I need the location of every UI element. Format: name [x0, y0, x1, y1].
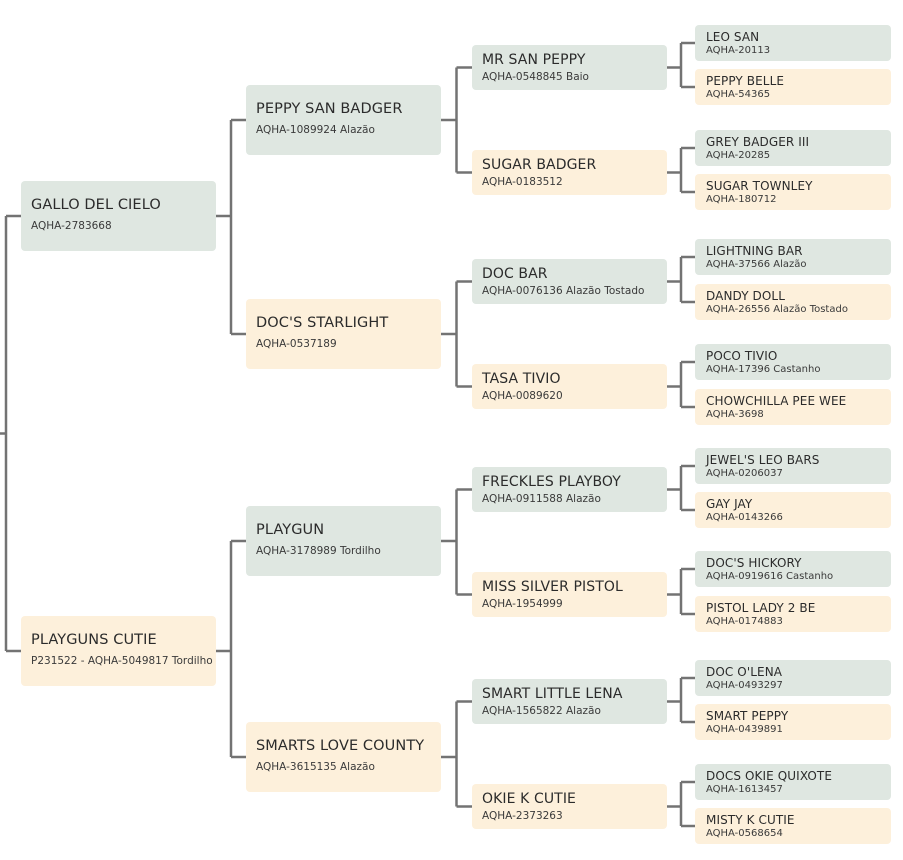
horse-registration: AQHA-26556 Alazão Tostado [706, 304, 848, 315]
horse-card-playguns-cutie[interactable]: PLAYGUNS CUTIE P231522 - AQHA-5049817 Tor… [21, 616, 216, 686]
horse-name: JEWEL'S LEO BARS [706, 453, 820, 467]
horse-card-smarts-love-county[interactable]: SMARTS LOVE COUNTY AQHA-3615135 Alazão [246, 722, 441, 792]
horse-card-peppy-san-badger[interactable]: PEPPY SAN BADGER AQHA-1089924 Alazão [246, 85, 441, 155]
horse-name: SUGAR TOWNLEY [706, 179, 813, 193]
horse-name: PLAYGUNS CUTIE [31, 632, 157, 648]
horse-name: POCO TIVIO [706, 349, 778, 363]
horse-name: GALLO DEL CIELO [31, 197, 161, 213]
horse-registration: AQHA-2783668 [31, 220, 112, 232]
horse-name: TASA TIVIO [482, 371, 561, 387]
horse-registration: AQHA-180712 [706, 194, 777, 205]
horse-name: SUGAR BADGER [482, 157, 597, 173]
horse-name: LEO SAN [706, 30, 760, 44]
horse-registration: AQHA-54365 [706, 89, 771, 100]
horse-registration: AQHA-0174883 [706, 616, 783, 627]
horse-registration: AQHA-0537189 [256, 338, 337, 350]
horse-name: DOC O'LENA [706, 665, 783, 679]
horse-registration: AQHA-0493297 [706, 680, 783, 691]
horse-registration: AQHA-0568654 [706, 828, 783, 839]
horse-registration: AQHA-17396 Castanho [706, 364, 821, 375]
horse-registration: AQHA-20113 [706, 45, 771, 56]
horse-registration: P231522 - AQHA-5049817 Tordilho [31, 655, 213, 667]
horse-registration: AQHA-20285 [706, 150, 771, 161]
horse-name: PLAYGUN [256, 522, 325, 538]
horse-name: SMARTS LOVE COUNTY [256, 738, 425, 754]
horse-registration: AQHA-3698 [706, 409, 764, 420]
horse-name: FRECKLES PLAYBOY [482, 474, 621, 490]
horse-card-mr-san-peppy[interactable]: MR SAN PEPPY AQHA-0548845 Baio [472, 45, 667, 90]
horse-registration: AQHA-1613457 [706, 784, 783, 795]
horse-name: CHOWCHILLA PEE WEE [706, 394, 847, 408]
horse-card-freckles-playboy[interactable]: FRECKLES PLAYBOY AQHA-0911588 Alazão [472, 467, 667, 512]
horse-registration: AQHA-0206037 [706, 468, 783, 479]
horse-name: SMART LITTLE LENA [482, 686, 623, 702]
horse-name: GREY BADGER III [706, 135, 810, 149]
horse-registration: AQHA-1954999 [482, 598, 563, 610]
horse-registration: AQHA-37566 Alazão [706, 259, 807, 270]
horse-name: PEPPY BELLE [706, 74, 785, 88]
horse-card-doc-bar[interactable]: DOC BAR AQHA-0076136 Alazão Tostado [472, 259, 667, 304]
horse-name: GAY JAY [706, 497, 753, 511]
horse-registration: AQHA-0919616 Castanho [706, 571, 834, 582]
horse-registration: AQHA-0076136 Alazão Tostado [482, 285, 645, 297]
horse-registration: AQHA-0183512 [482, 176, 563, 188]
horse-name: MISS SILVER PISTOL [482, 579, 623, 595]
horse-name: MR SAN PEPPY [482, 52, 586, 68]
horse-registration: AQHA-1565822 Alazão [482, 705, 601, 717]
horse-registration: AQHA-3615135 Alazão [256, 761, 375, 773]
horse-name: DOC BAR [482, 266, 548, 282]
horse-registration: AQHA-0911588 Alazão [482, 493, 601, 505]
horse-card-tasa-tivio[interactable]: TASA TIVIO AQHA-0089620 [472, 364, 667, 409]
horse-registration: AQHA-0548845 Baio [482, 71, 589, 83]
horse-registration: AQHA-2373263 [482, 810, 563, 822]
horse-name: PISTOL LADY 2 BE [706, 601, 816, 615]
horse-registration: AQHA-0143266 [706, 512, 783, 523]
horse-registration: AQHA-1089924 Alazão [256, 124, 375, 136]
horse-name: MISTY K CUTIE [706, 813, 795, 827]
horse-name: DOCS OKIE QUIXOTE [706, 769, 833, 783]
horse-card-smart-little-lena[interactable]: SMART LITTLE LENA AQHA-1565822 Alazão [472, 679, 667, 724]
horse-card-okie-k-cutie[interactable]: OKIE K CUTIE AQHA-2373263 [472, 784, 667, 829]
horse-name: SMART PEPPY [706, 709, 789, 723]
horse-registration: AQHA-0439891 [706, 724, 783, 735]
horse-name: OKIE K CUTIE [482, 791, 577, 807]
horse-card-playgun[interactable]: PLAYGUN AQHA-3178989 Tordilho [246, 506, 441, 576]
horse-name: PEPPY SAN BADGER [256, 101, 403, 117]
horse-card-gallo-del-cielo[interactable]: GALLO DEL CIELO AQHA-2783668 [21, 181, 216, 251]
horse-registration: AQHA-0089620 [482, 390, 563, 402]
horse-name: LIGHTNING BAR [706, 244, 803, 258]
horse-name: DOC'S HICKORY [706, 556, 802, 570]
horse-card-doc-s-starlight[interactable]: DOC'S STARLIGHT AQHA-0537189 [246, 299, 441, 369]
horse-name: DOC'S STARLIGHT [256, 315, 389, 331]
horse-card-miss-silver-pistol[interactable]: MISS SILVER PISTOL AQHA-1954999 [472, 572, 667, 617]
horse-registration: AQHA-3178989 Tordilho [256, 545, 381, 557]
horse-card-sugar-badger[interactable]: SUGAR BADGER AQHA-0183512 [472, 150, 667, 195]
horse-name: DANDY DOLL [706, 289, 785, 303]
